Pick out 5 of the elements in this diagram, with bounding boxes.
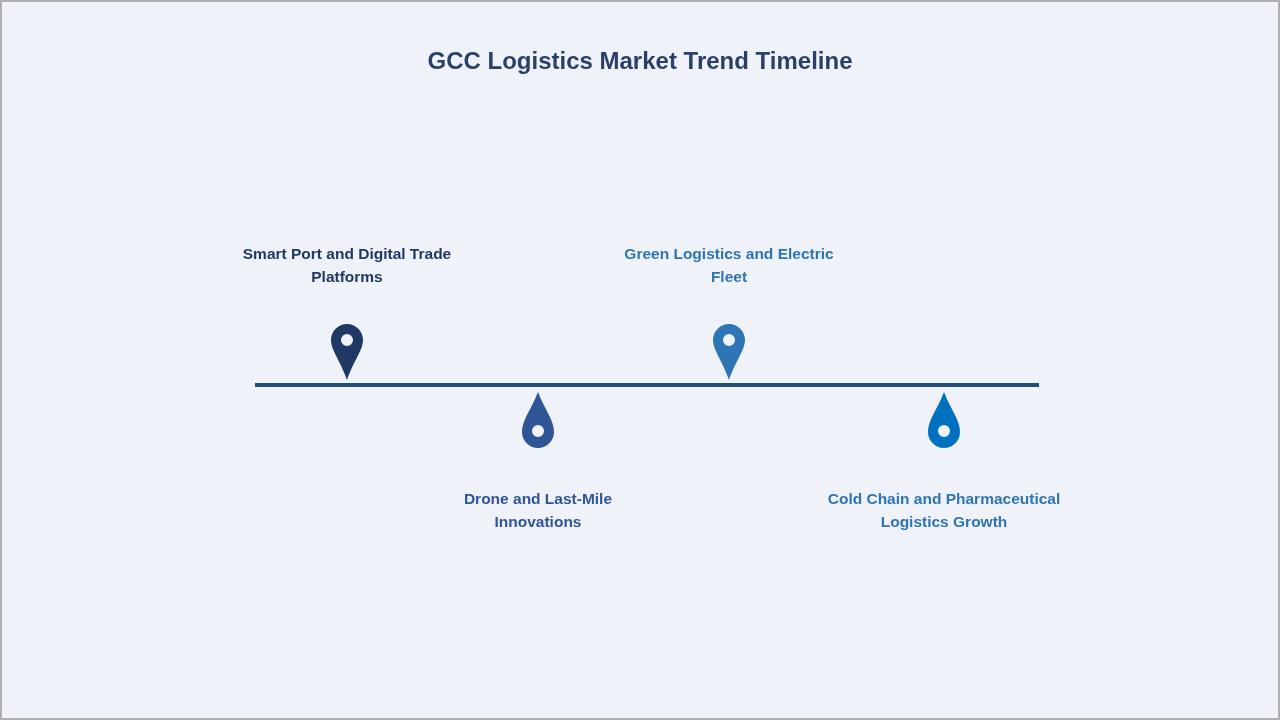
trend-label: Drone and Last-Mile Innovations	[463, 490, 613, 530]
trend-label: Smart Port and Digital Trade Platforms	[242, 245, 452, 285]
trend-label: Green Logistics and Electric Fleet	[624, 245, 834, 285]
trend-label: Cold Chain and Pharmaceutical Logistics Growth	[827, 490, 1061, 530]
diagram-title: GCC Logistics Market Trend Timeline	[427, 47, 853, 74]
